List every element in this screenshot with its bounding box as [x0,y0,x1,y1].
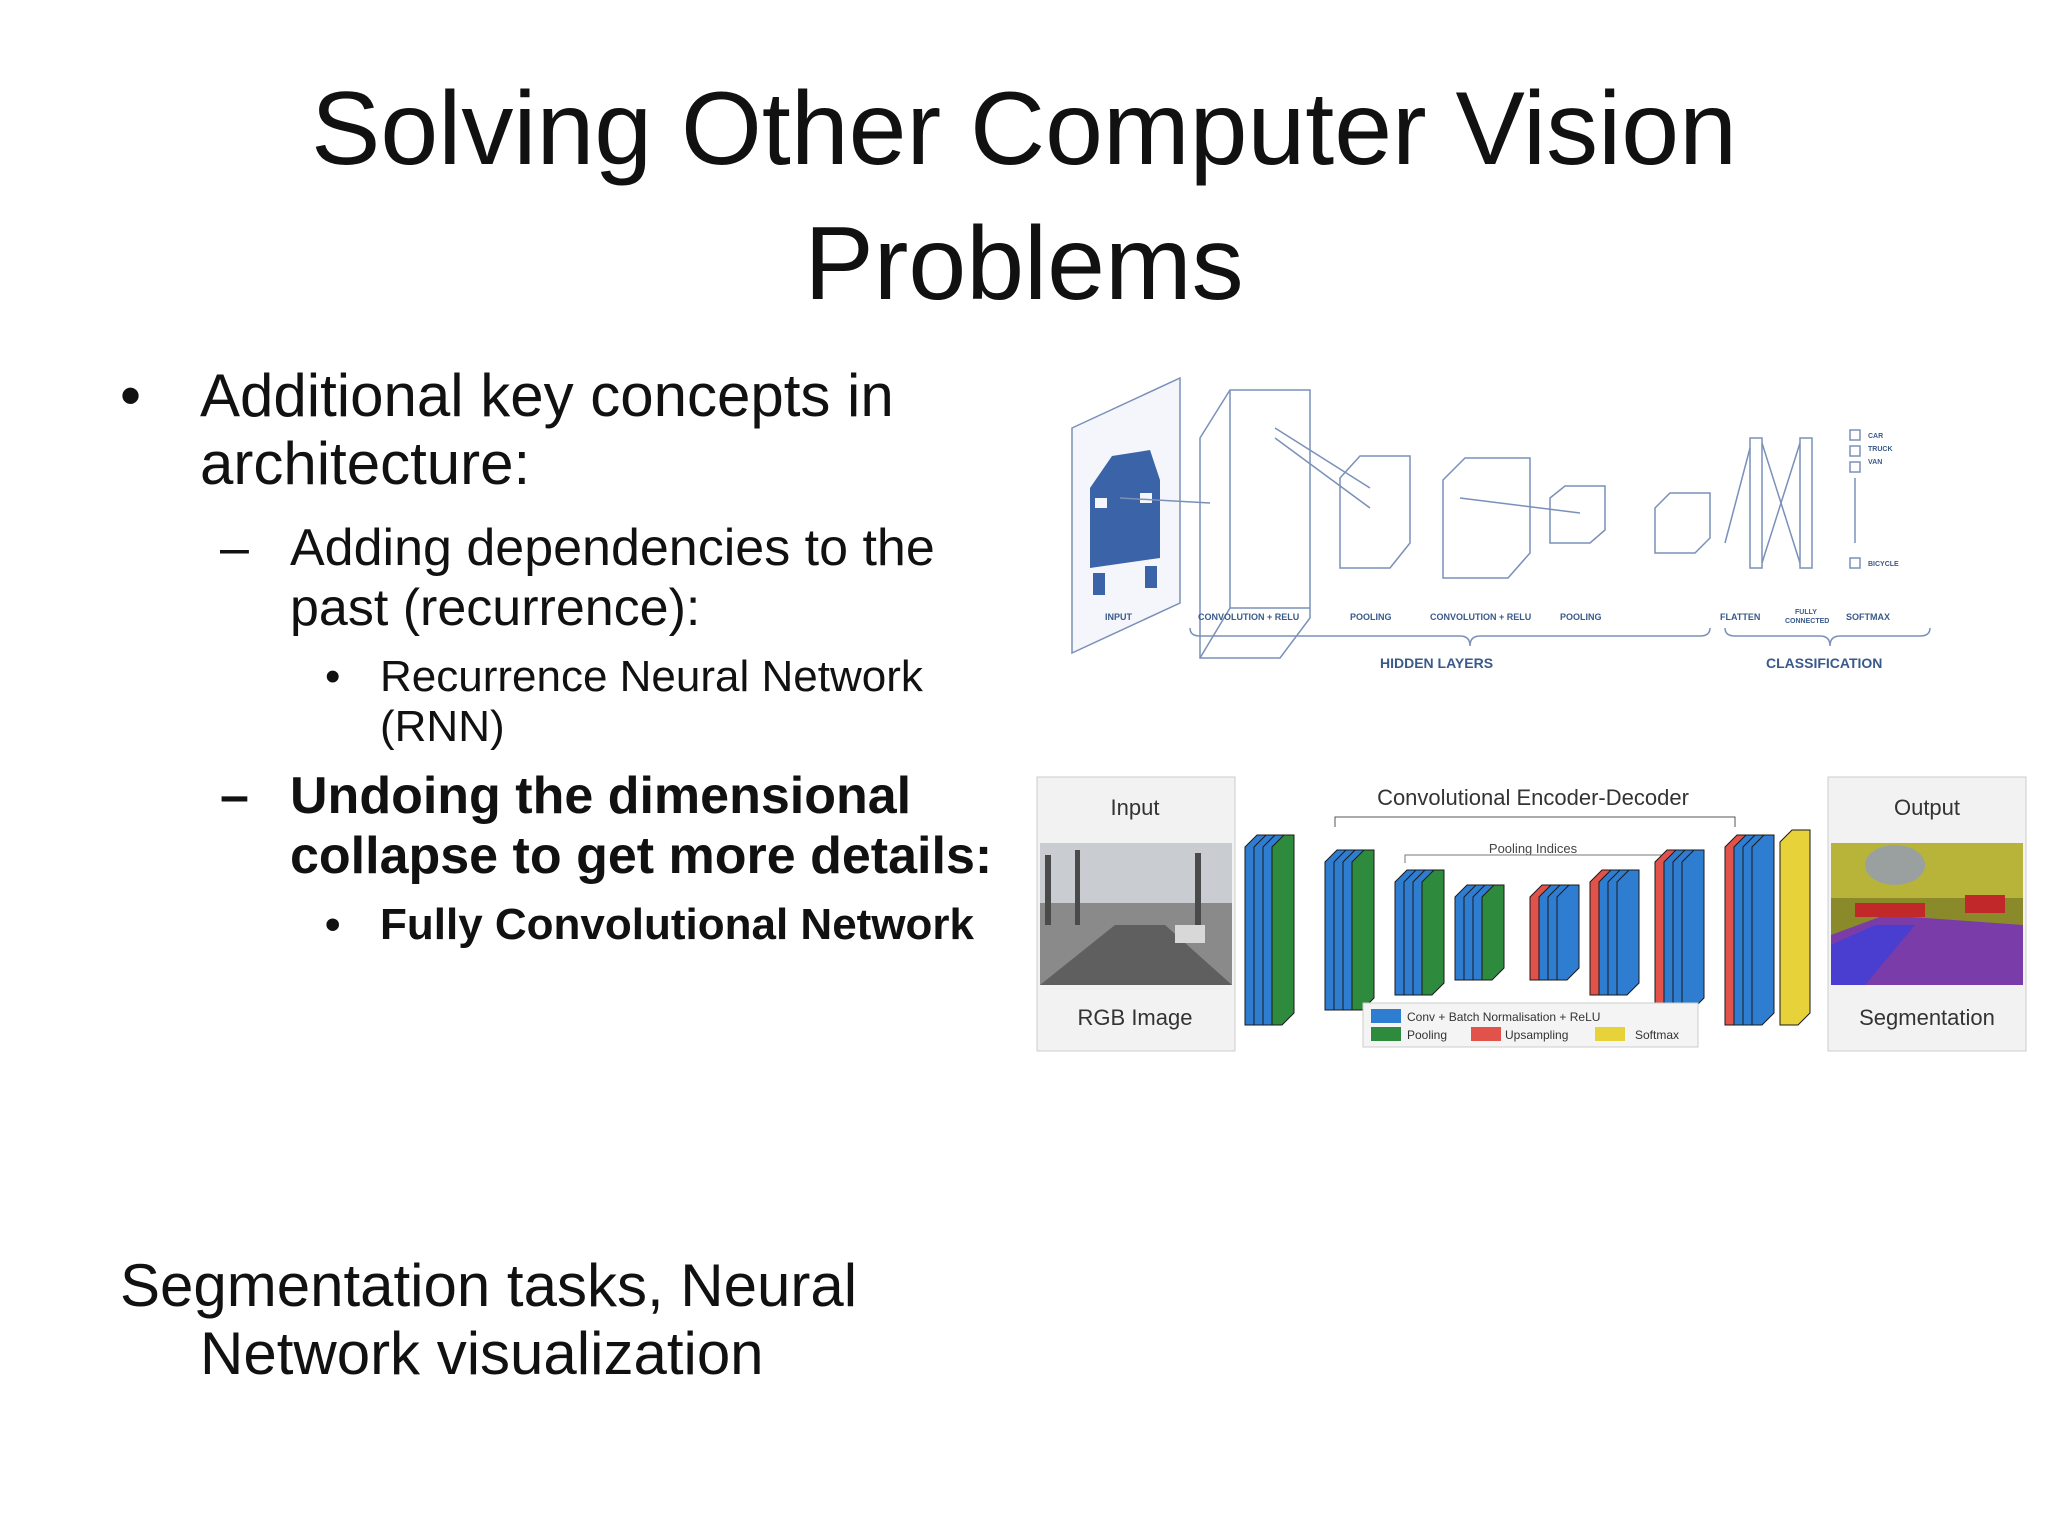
legend-softmax: Softmax [1635,1028,1679,1042]
layer-softmax [1779,829,1811,1026]
input-label: Input [1111,795,1160,820]
legend-upsampling: Upsampling [1505,1028,1568,1042]
title-line-2: Problems [804,206,1244,322]
label-conv2: CONVOLUTION + RELU [1430,612,1531,622]
bullet-level3-fcn: • Fully Convolutional Network [120,900,1020,950]
label-pool1: POOLING [1350,612,1392,622]
layer-conv [1556,884,1580,981]
title-line-1: Solving Other Computer Vision [311,71,1737,187]
rgb-image-label: RGB Image [1078,1005,1193,1030]
legend-pooling: Pooling [1407,1028,1447,1042]
pooling-indices-bracket [1404,854,1666,863]
layer-pooling [1351,849,1375,1011]
footer-line-2: Network visualization [200,1320,764,1387]
encoder-decoder-title: Convolutional Encoder-Decoder [1377,785,1689,810]
bullet-text-fcn: Fully Convolutional Network [380,900,975,949]
encoder-decoder-diagram: Input RGB Image Convolutional Encoder-De… [1036,776,2027,1052]
legend-swatch-pooling [1371,1027,1401,1041]
label-van: VAN [1868,459,1882,466]
label-car: CAR [1868,433,1883,440]
label-conv1: CONVOLUTION + RELU [1198,612,1299,622]
pooling-indices-label: Pooling Indices [1489,841,1578,856]
bullet-level2-recurrence: – Adding dependencies to the past (recur… [120,518,1020,638]
label-fc-1: FULLY [1795,609,1817,616]
legend-box [1362,1002,1699,1048]
bullet-list: • Additional key concepts in architectur… [120,362,1020,964]
label-input: INPUT [1105,612,1133,622]
title-bracket [1334,816,1736,827]
bullet-dot-icon: • [325,900,341,949]
bullet-text-key-concepts: Additional key concepts in architecture: [200,362,894,497]
legend-swatch-upsampling [1471,1027,1501,1041]
street-photo [1040,843,1232,985]
legend-conv: Conv + Batch Normalisation + ReLU [1407,1010,1600,1024]
output-label: Output [1894,795,1960,820]
layer-conv [1616,869,1640,996]
legend-swatch-softmax [1595,1027,1625,1041]
car-icon [1090,450,1160,595]
label-flatten: FLATTEN [1720,612,1760,622]
cnn-architecture-diagram: INPUT CONVOLUTION + RELU POOLING CONVOLU… [1071,376,1931,671]
footer-text: Segmentation tasks, Neural Network visua… [120,1252,1020,1388]
conv-block-2 [1442,457,1531,579]
layer-stacks [1244,829,1811,1026]
bullet-text-rnn: Recurrence Neural Network (RNN) [380,652,923,751]
segmentation-label: Segmentation [1859,1005,1995,1030]
bullet-text-dimensional: Undoing the dimensional collapse to get … [290,767,993,885]
pool-block-2 [1549,485,1606,544]
slide-title: Solving Other Computer Vision Problems [0,62,2048,332]
dash-icon: – [220,767,249,825]
layer-pooling [1421,869,1445,996]
pool-block-1 [1339,455,1411,569]
label-truck: TRUCK [1868,446,1893,453]
label-fc-2: CONNECTED [1785,618,1829,625]
flatten-block [1654,492,1711,554]
layer-pooling [1271,834,1295,1026]
hidden-layers-brace [1189,627,1711,647]
bullet-level2-dimensional: – Undoing the dimensional collapse to ge… [120,766,1020,886]
legend-swatch-conv [1371,1009,1401,1023]
classification-brace [1724,627,1931,647]
bullet-dot-icon: • [325,652,341,701]
layer-pooling [1481,884,1505,981]
label-softmax: SOFTMAX [1846,612,1890,622]
label-classification: CLASSIFICATION [1766,655,1882,671]
label-bicycle: BICYCLE [1868,561,1899,568]
layer-conv [1751,834,1775,1026]
bullet-level1: • Additional key concepts in architectur… [120,362,1020,498]
bullet-level3-rnn: • Recurrence Neural Network (RNN) [120,652,1020,752]
label-hidden-layers: HIDDEN LAYERS [1380,655,1493,671]
footer-line-1: Segmentation tasks, Neural [120,1252,858,1319]
label-pool2: POOLING [1560,612,1602,622]
dash-icon: – [220,519,249,577]
fc-column-1 [1749,437,1763,569]
bullet-text-recurrence: Adding dependencies to the past (recurre… [290,519,935,637]
layer-conv [1681,849,1705,1011]
segmentation-map [1831,843,2023,985]
bullet-dot-icon: • [120,362,142,429]
fc-column-2 [1799,437,1813,569]
